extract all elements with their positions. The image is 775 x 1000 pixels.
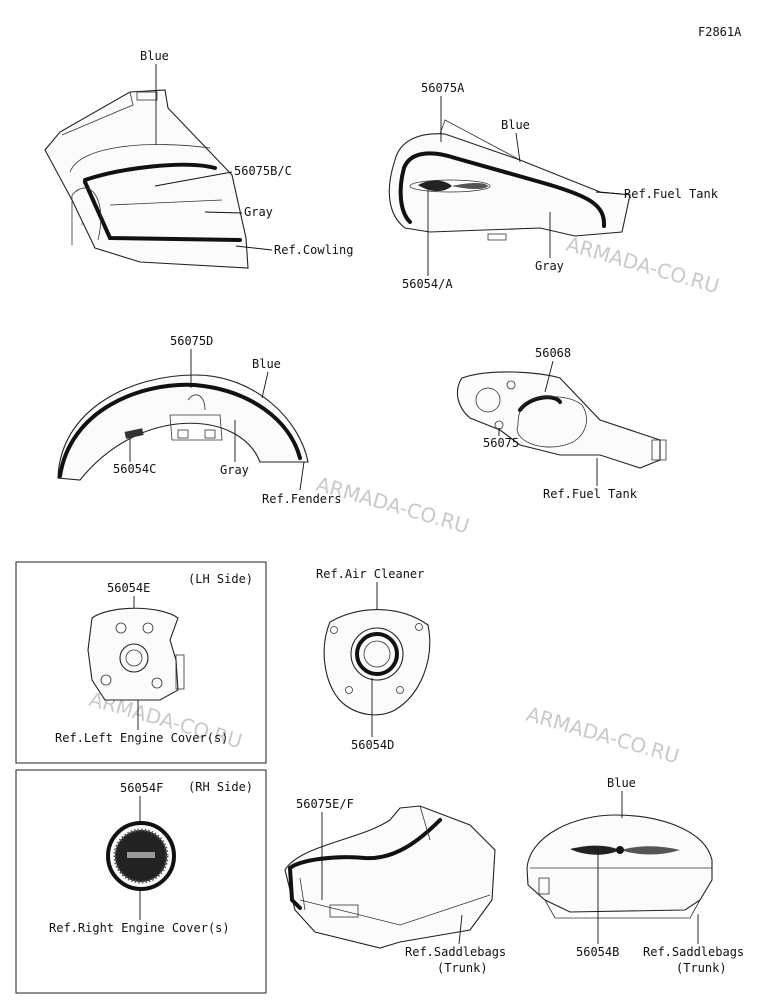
cowl-part-label: 56075B/C <box>234 164 292 178</box>
fender-part <box>57 374 309 481</box>
watermark: ARMADA-CO.RU <box>524 702 682 769</box>
tank-color-lower-label: Gray <box>535 259 564 273</box>
saddlebag-part <box>284 805 496 949</box>
rh-part-label: 56054F <box>120 781 163 795</box>
cowl-color-top-label: Blue <box>140 49 169 63</box>
fender-emblem-label: 56054C <box>113 462 156 476</box>
tank-ref-label: Ref.Fuel Tank <box>624 187 719 201</box>
lh-side-panel <box>15 561 267 764</box>
tank-side-cover-part <box>456 371 667 469</box>
rh-engine-cover-part <box>106 821 176 891</box>
tank-side-part-label: 56068 <box>535 346 571 360</box>
air-ref-label: Ref.Air Cleaner <box>316 567 424 581</box>
bag-ref-line1: Ref.Saddlebags <box>405 945 506 959</box>
cowling-part <box>44 89 249 269</box>
fuel-tank-part <box>388 119 631 241</box>
cowl-color-lower-label: Gray <box>244 205 273 219</box>
fender-color-lower-label: Gray <box>220 463 249 477</box>
tank-side-ref-label: Ref.Fuel Tank <box>543 487 638 501</box>
bag-part-label: 56075E/F <box>296 797 354 811</box>
trunk-ref-line2: (Trunk) <box>676 961 727 975</box>
lh-part-label: 56054E <box>107 581 150 595</box>
trunk-emblem-label: 56054B <box>576 945 619 959</box>
lh-ref-label: Ref.Left Engine Cover(s) <box>55 731 228 745</box>
watermark: ARMADA-CO.RU <box>564 232 722 299</box>
tank-color-top-label: Blue <box>501 118 530 132</box>
diagram-code: F2861A <box>698 25 742 39</box>
bag-ref-line2: (Trunk) <box>437 961 488 975</box>
fender-ref-label: Ref.Fenders <box>262 492 341 506</box>
rh-side-label: (RH Side) <box>188 780 253 794</box>
rh-ref-label: Ref.Right Engine Cover(s) <box>49 921 230 935</box>
tank-emblem-label: 56054/A <box>402 277 453 291</box>
tank-side-part2-label: 56075 <box>483 436 519 450</box>
lh-engine-cover-part <box>87 607 185 701</box>
tank-part-label: 56075A <box>421 81 465 95</box>
trunk-part <box>526 814 713 919</box>
air-part-label: 56054D <box>351 738 394 752</box>
rh-side-panel <box>15 769 267 994</box>
trunk-ref-line1: Ref.Saddlebags <box>643 945 744 959</box>
trunk-color-label: Blue <box>607 776 636 790</box>
lh-side-label: (LH Side) <box>188 572 253 586</box>
fender-part-label: 56075D <box>170 334 213 348</box>
fender-color-top-label: Blue <box>252 357 281 371</box>
cowl-ref-label: Ref.Cowling <box>274 243 353 257</box>
air-cleaner-part <box>323 609 431 716</box>
